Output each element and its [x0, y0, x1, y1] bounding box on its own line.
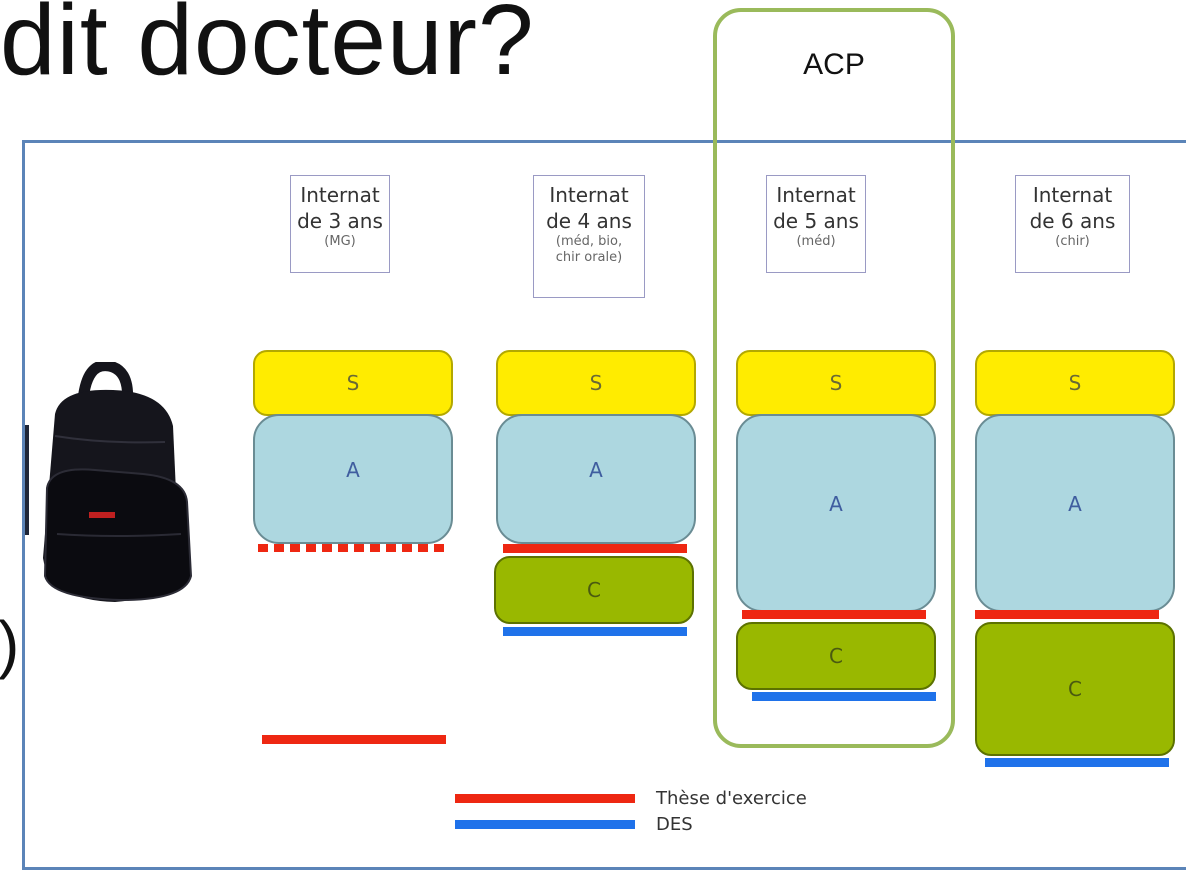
slide-title: dit docteur?: [0, 0, 535, 96]
legend-these-swatch: [455, 794, 635, 803]
header-line3: (MG): [324, 234, 356, 249]
stage-s-6ans: S: [975, 350, 1175, 416]
stage-s-3ans: S: [253, 350, 453, 416]
header-internat-4-ans: Internat de 4 ans (méd, bio, chir orale): [533, 175, 645, 298]
header-line3: (méd): [796, 234, 836, 249]
header-line2: de 6 ans: [1029, 209, 1116, 233]
header-line1: Internat: [776, 183, 856, 207]
des-marker-5ans: [752, 692, 936, 701]
stage-c-5ans: C: [736, 622, 936, 690]
legend-these-label: Thèse d'exercice: [656, 788, 807, 809]
these-marker-6ans: [975, 610, 1159, 619]
left-edge-bar: [25, 425, 29, 535]
header-internat-5-ans: Internat de 5 ans (méd): [766, 175, 866, 273]
header-line2: de 3 ans: [297, 209, 383, 233]
these-marker-4ans: [503, 544, 687, 553]
stage-s-4ans: S: [496, 350, 696, 416]
acp-label: ACP: [803, 48, 865, 81]
stage-a-4ans: A: [496, 414, 696, 544]
header-line3: (méd, bio, chir orale): [555, 234, 623, 265]
stage-a-6ans: A: [975, 414, 1175, 612]
stage-a-5ans: A: [736, 414, 936, 612]
header-internat-3-ans: Internat de 3 ans (MG): [290, 175, 390, 273]
header-line1: Internat: [1032, 183, 1113, 207]
stage-a-3ans: A: [253, 414, 453, 544]
backpack-image: [43, 362, 193, 602]
des-marker-6ans: [985, 758, 1169, 767]
des-marker-4ans: [503, 627, 687, 636]
cut-parenthesis: ): [0, 608, 20, 680]
stage-s-5ans: S: [736, 350, 936, 416]
header-line3: (chir): [1055, 234, 1090, 249]
header-internat-6-ans: Internat de 6 ans (chir): [1015, 175, 1130, 273]
legend-des-swatch: [455, 820, 635, 829]
header-line1: Internat: [300, 183, 380, 207]
header-line2: de 4 ans: [546, 209, 632, 233]
header-line2: de 5 ans: [773, 209, 859, 233]
stage-c-6ans: C: [975, 622, 1175, 756]
stage-c-4ans: C: [494, 556, 694, 624]
header-line1: Internat: [549, 183, 629, 207]
these-marker-3ans: [262, 735, 446, 744]
legend-des-label: DES: [656, 814, 693, 835]
these-marker-5ans: [742, 610, 926, 619]
these-marker-dotted-3ans: [258, 544, 448, 552]
acp-highlight-box: [713, 8, 955, 748]
